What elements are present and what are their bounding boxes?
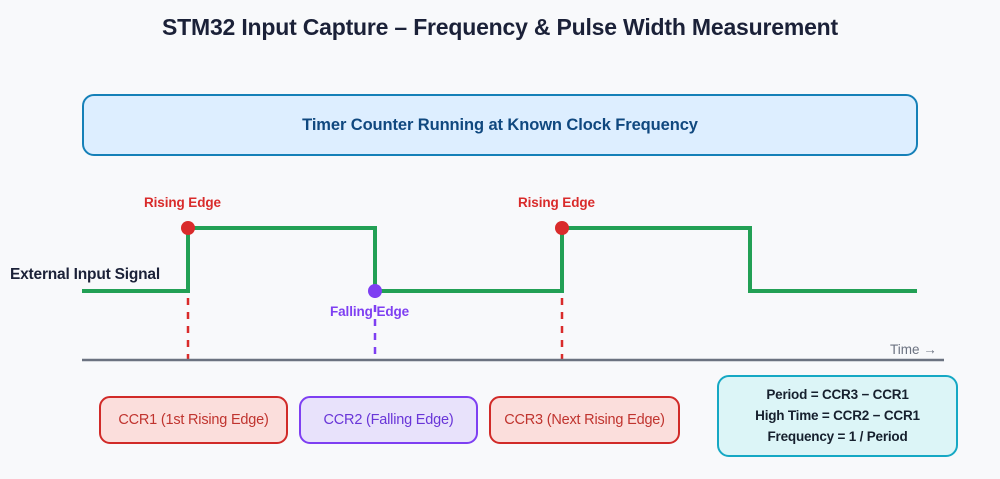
timer-counter-label: Timer Counter Running at Known Clock Fre… bbox=[302, 115, 698, 134]
timer-counter-banner: Timer Counter Running at Known Clock Fre… bbox=[82, 94, 918, 156]
rising-edge-label-1: Rising Edge bbox=[144, 195, 221, 210]
ccr2-chip: CCR2 (Falling Edge) bbox=[299, 396, 478, 444]
rising-edge-marker-1 bbox=[181, 221, 195, 235]
ccr3-chip-label: CCR3 (Next Rising Edge) bbox=[504, 412, 665, 428]
falling-edge-marker-1 bbox=[368, 284, 382, 298]
ccr3-chip: CCR3 (Next Rising Edge) bbox=[489, 396, 680, 444]
ccr1-chip: CCR1 (1st Rising Edge) bbox=[99, 396, 288, 444]
ccr2-chip-label: CCR2 (Falling Edge) bbox=[323, 412, 454, 428]
input-signal-trace bbox=[82, 226, 917, 293]
formula-frequency: Frequency = 1 / Period bbox=[767, 429, 908, 444]
formula-period: Period = CCR3 − CCR1 bbox=[766, 387, 909, 402]
falling-edge-label-1: Falling Edge bbox=[330, 304, 410, 319]
formula-box: Period = CCR3 − CCR1 High Time = CCR2 − … bbox=[717, 375, 958, 457]
page-title: STM32 Input Capture – Frequency & Pulse … bbox=[162, 14, 838, 40]
rising-edge-marker-2 bbox=[555, 221, 569, 235]
formula-high-time: High Time = CCR2 − CCR1 bbox=[755, 408, 920, 423]
external-input-signal-label: External Input Signal bbox=[10, 266, 160, 283]
rising-edge-label-2: Rising Edge bbox=[518, 195, 595, 210]
time-axis-label: Time → bbox=[890, 342, 937, 357]
ccr1-chip-label: CCR1 (1st Rising Edge) bbox=[118, 412, 269, 428]
